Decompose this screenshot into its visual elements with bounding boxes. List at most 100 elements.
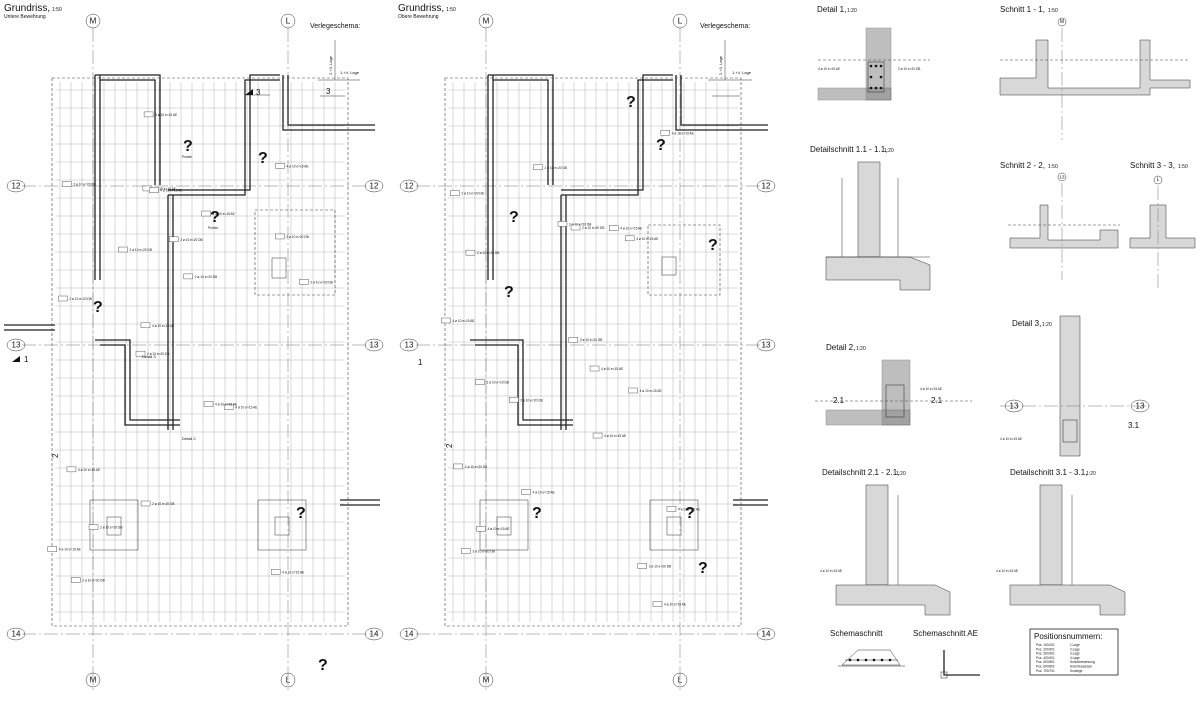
rebar-tag: 4 ø 10 e=15 AE	[652, 601, 686, 607]
svg-text:2 ø 10 e=20 DB: 2 ø 10 e=20 DB	[477, 251, 499, 255]
axis-bubble-top-l: L	[280, 13, 296, 29]
plan-left: Grundriss, 1:50 Untere Bewehrung M L 12 …	[4, 3, 384, 690]
question-mark: ?	[656, 137, 666, 154]
svg-text:4 ø 10 e=15 AE: 4 ø 10 e=15 AE	[820, 569, 842, 573]
legend-pos: Pos. 600/601	[1036, 665, 1055, 669]
schnitt-1-1: Schnitt 1 - 1, 1:50 M	[999, 5, 1191, 140]
svg-text:Schnitt 2 - 2,: Schnitt 2 - 2,	[1000, 161, 1045, 170]
svg-text:4 ø 10 e=15 AE: 4 ø 10 e=15 AE	[59, 548, 81, 552]
svg-text:2 ø 10 e=20 DB: 2 ø 10 e=20 DB	[152, 502, 174, 506]
plan-right: Grundriss, 1:50 Obere Bewehrung M L 12 1…	[398, 3, 776, 690]
rebar-dot	[869, 64, 873, 68]
svg-text:Detailschnitt 3.1 - 3.1,: Detailschnitt 3.1 - 3.1,	[1010, 468, 1087, 477]
rebar-tag: 4 ø 10 e=15 AE	[609, 225, 642, 231]
rebar-dot	[869, 86, 873, 90]
axis-bubble-left-12: 12	[6, 179, 26, 193]
rebar-tag: 2 ø 10 e=20 DB	[509, 397, 543, 403]
svg-text:14: 14	[762, 630, 771, 639]
svg-text:Detailschnitt 1.1 - 1.1,: Detailschnitt 1.1 - 1.1,	[810, 145, 887, 154]
plan-right-title: Grundriss,	[398, 3, 444, 14]
wall-m-north	[94, 74, 161, 280]
svg-text:2 ø 10 e=20 DB: 2 ø 10 e=20 DB	[100, 526, 122, 530]
svg-text:1:20: 1:20	[856, 346, 866, 352]
question-mark: ?	[708, 237, 718, 254]
svg-text:12: 12	[12, 182, 21, 191]
svg-text:1:20: 1:20	[896, 471, 906, 477]
svg-text:4 ø 10 e=15 AE: 4 ø 10 e=15 AE	[664, 602, 686, 606]
axis-bubble-bottom-m: M	[478, 672, 494, 688]
rebar-tag: 4 ø 10 e=15 AE	[625, 235, 658, 242]
rebar-tag: 4 ø 10 e=15 AE	[224, 404, 257, 410]
svg-text:1:20: 1:20	[1086, 471, 1096, 477]
rebar-tag: 4 ø 10 e=15 AE	[521, 489, 555, 495]
axis-bubble-right-12: 12	[756, 179, 776, 193]
svg-text:13: 13	[370, 341, 379, 350]
svg-text:12: 12	[762, 182, 771, 191]
wall-south-east	[340, 499, 380, 506]
svg-text:14: 14	[12, 630, 21, 639]
detail-2: Detail 2, 1:20 2.1 2.1 4 ø 10 e=15 AE	[815, 343, 972, 426]
axis-bubble-bottom-m: M	[85, 672, 101, 688]
rebar-tag: 2 ø 10 e=20 DB	[118, 246, 152, 253]
svg-text:M: M	[483, 676, 490, 685]
svg-text:2 ø 10 e=20 DB: 2 ø 10 e=20 DB	[69, 297, 91, 301]
axis-bubble-left-13: 13	[6, 338, 26, 352]
svg-text:4 ø 10 e=15 AE: 4 ø 10 e=15 AE	[601, 367, 623, 371]
axis-bubble-left-12: 12	[399, 179, 419, 193]
svg-text:4 ø 10 e=15 AE: 4 ø 10 e=15 AE	[818, 67, 840, 71]
footing-se	[257, 499, 307, 551]
wall-inner-vertical	[167, 195, 174, 430]
svg-text:2 ø 10 e=20 DB: 2 ø 10 e=20 DB	[310, 280, 332, 284]
schemaschnitt-ae: Schemaschnitt AE	[913, 629, 980, 679]
question-mark: ?	[532, 505, 542, 522]
rebar-tag: 4 ø 10 e=15 AE	[203, 401, 237, 407]
svg-text:2 ø 10 e=20 DB: 2 ø 10 e=20 DB	[129, 248, 151, 252]
svg-text:4 ø 10 e=15 AE: 4 ø 10 e=15 AE	[282, 570, 304, 574]
rebar-lines-left	[55, 82, 345, 622]
svg-text:13: 13	[762, 341, 771, 350]
rebar-tag: 2 ø 10 e=20 DB	[453, 463, 487, 470]
question-mark: ?	[504, 284, 514, 301]
svg-text:4 ø 10 e=15 AE: 4 ø 10 e=15 AE	[672, 131, 694, 135]
svg-text:4 ø 10 e=15 AE: 4 ø 10 e=15 AE	[620, 227, 642, 231]
svg-text:4 ø 10 e=15 AE: 4 ø 10 e=15 AE	[920, 387, 942, 391]
legend-layer: 1.Lage	[1070, 643, 1080, 647]
legend-pos: Pos. 300/301	[1036, 652, 1055, 656]
svg-text:4 ø 10 e=15 AE: 4 ø 10 e=15 AE	[488, 527, 510, 531]
section-mark-2-1: 2.1	[833, 396, 845, 405]
svg-text:2 ø 10 e=20 DB: 2 ø 10 e=20 DB	[461, 192, 483, 196]
svg-text:4 ø 10 e=15 AE: 4 ø 10 e=15 AE	[533, 491, 555, 495]
svg-text:4 ø 10 e=15 AE: 4 ø 10 e=15 AE	[160, 189, 182, 193]
svg-text:13: 13	[1059, 175, 1065, 180]
svg-text:L: L	[286, 676, 291, 685]
rebar-dot	[856, 658, 860, 662]
svg-text:2 ø 10 e=20 DB: 2 ø 10 e=20 DB	[486, 381, 508, 385]
detailschnitt-3-1: Detailschnitt 3.1 - 3.1, 1:20 4 ø 10 e=1…	[996, 468, 1126, 616]
rebar-tag: 2 ø 10 e=20 DB	[557, 221, 591, 227]
plan-left-scale: 1:50	[52, 7, 62, 13]
svg-text:2: 2	[51, 453, 60, 458]
svg-text:M: M	[483, 17, 490, 26]
section-mark-3-1: 3.1	[1128, 421, 1140, 430]
svg-text:2 ø 10 e=20 DB: 2 ø 10 e=20 DB	[147, 352, 169, 356]
rebar-tag: 2 ø 10 e=20 DB	[570, 224, 604, 231]
plan-left-title: Grundriss,	[4, 3, 50, 14]
rebar-tag: 4 ø 10 e=15 AE	[201, 210, 235, 217]
rebar-dot	[879, 86, 883, 90]
rebar-tag: 2 ø 10 e=20 DB	[71, 577, 105, 583]
rebar-tag: 2 ø 10 e=20 DB	[140, 500, 175, 507]
svg-text:Schemaschnitt: Schemaschnitt	[830, 629, 883, 638]
rebar-dot	[872, 658, 876, 662]
schemaschnitt: Schemaschnitt	[830, 629, 905, 667]
column-sw	[106, 516, 122, 536]
rebar-dot	[874, 64, 878, 68]
rebar-dot	[880, 658, 884, 662]
svg-text:L: L	[1157, 177, 1160, 183]
question-mark: ?	[258, 150, 268, 167]
axis-bubble-top-m: M	[85, 13, 101, 29]
axis-bubble-right-14: 14	[364, 627, 384, 641]
rebar-tag: 4 ø 10 e=15 AE	[441, 317, 474, 324]
plan-left-subtitle: Untere Bewehrung	[4, 14, 46, 20]
detail-2-callout: Detail 2	[182, 436, 196, 441]
legend-layer: 3.Lage	[1070, 652, 1080, 656]
